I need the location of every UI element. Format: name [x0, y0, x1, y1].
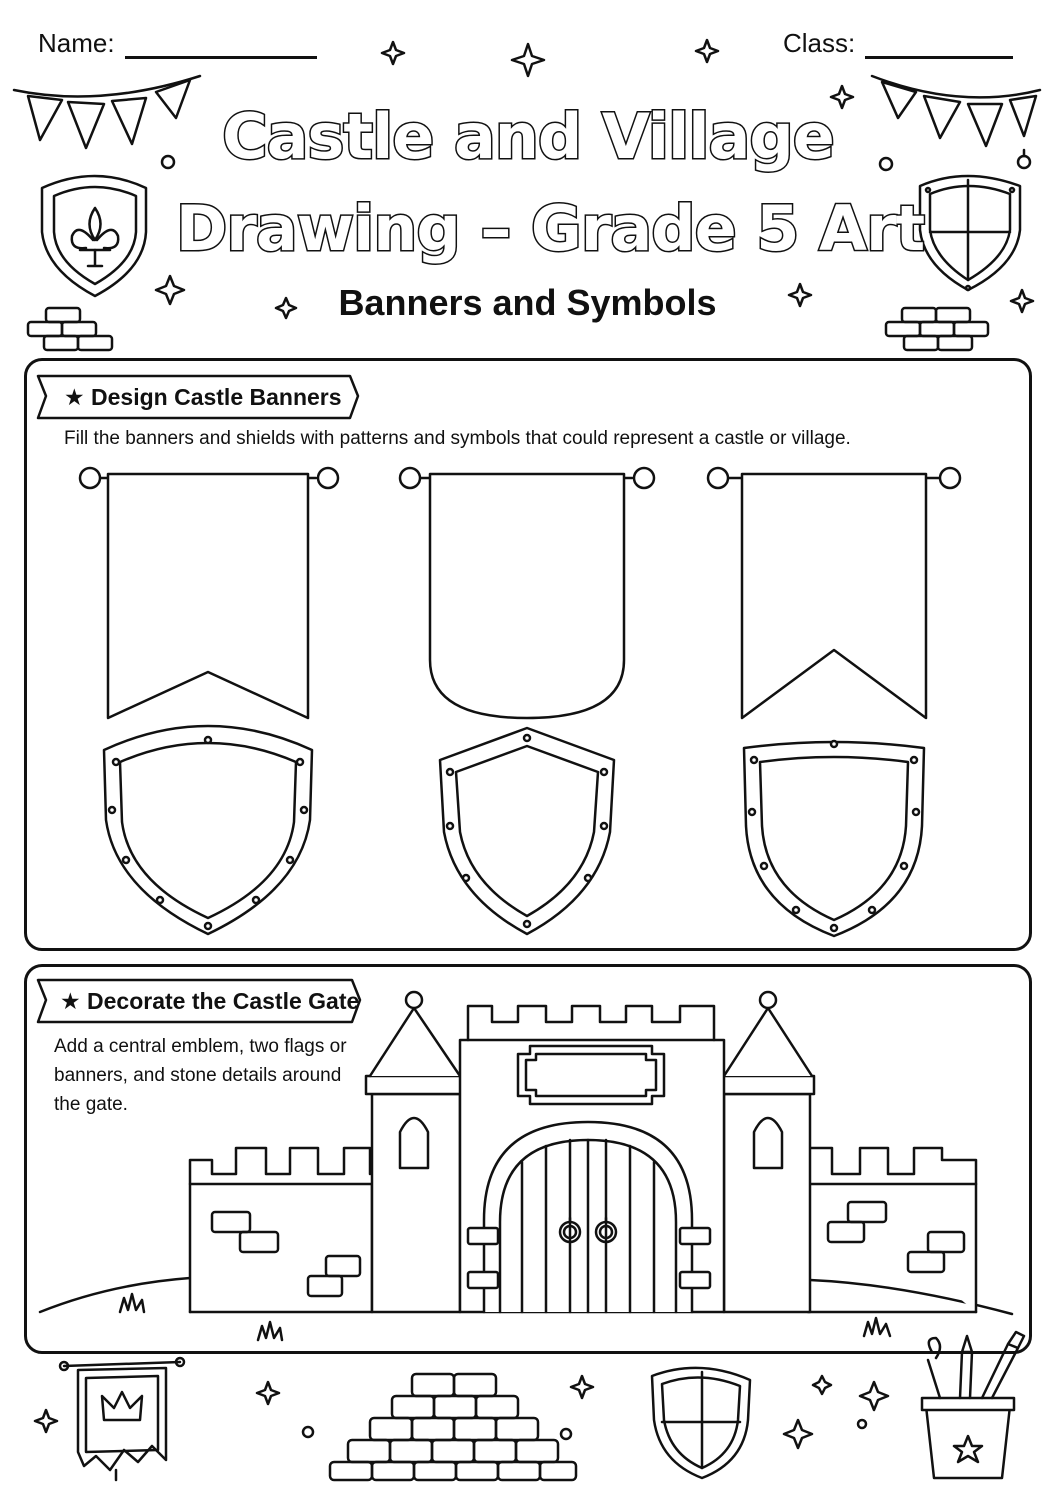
class-label: Class: [783, 28, 856, 58]
section1-heading: ★ Design Castle Banners [64, 384, 342, 410]
class-field[interactable]: Class: [783, 28, 1014, 59]
worksheet-title: Castle and Village Drawing – Grade 5 Art [174, 99, 927, 267]
brick-stack-right-icon [884, 306, 990, 352]
section2-instruction: Add a central emblem, two flags or banne… [54, 1036, 347, 1115]
banners-panel [24, 358, 1032, 951]
title-line-1: Castle and Village [222, 100, 834, 173]
quartered-shield-icon [918, 174, 1022, 292]
dot-icon [878, 156, 894, 172]
pencil-cup-icon [920, 1330, 1026, 1480]
brick-stack-left-icon [26, 306, 114, 352]
castle-gate-panel [24, 964, 1032, 1354]
title-line-2: Drawing – Grade 5 Art [176, 192, 925, 265]
sparkle-icon [33, 1374, 890, 1450]
fleur-de-lis-shield-icon [40, 174, 148, 298]
sparkle-icon [154, 38, 1035, 320]
crown-banner-icon [58, 1356, 186, 1482]
name-line [124, 34, 317, 59]
name-label: Name: [38, 28, 115, 58]
bunting-left-icon [12, 74, 202, 150]
class-line [865, 34, 1014, 59]
section1-instruction: Fill the banners and shields with patter… [64, 428, 851, 449]
name-field[interactable]: Name: [38, 28, 317, 59]
dot-icon [160, 154, 176, 170]
brick-pile-icon [328, 1372, 578, 1482]
quartered-shield-footer-icon [650, 1366, 752, 1480]
worksheet-subtitle: Banners and Symbols [338, 282, 717, 323]
bunting-right-icon [870, 74, 1042, 148]
section2-heading: ★ Decorate the Castle Gate [60, 988, 360, 1014]
